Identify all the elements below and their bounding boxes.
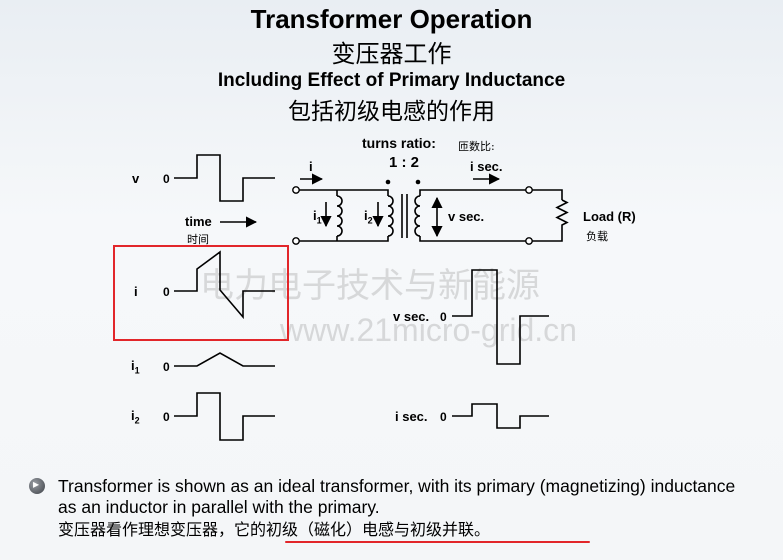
watermark-url: www.21micro-grid.cn — [280, 312, 577, 348]
circuit-i2-label: i2 — [364, 208, 373, 226]
v-sec-waveform — [452, 269, 549, 365]
v-zero: 0 — [163, 172, 170, 186]
i-sec-zero: 0 — [440, 410, 447, 424]
secondary-bottom-wire — [419, 236, 528, 242]
watermark-cn: 电力电子技术与新能源 — [200, 266, 540, 306]
primary-top-wire — [297, 189, 389, 196]
bullet-text: Transformer is shown as an ideal transfo… — [58, 476, 736, 517]
i-zero: 0 — [163, 285, 170, 299]
circuit-i-label: i — [309, 159, 313, 174]
v-label: v — [132, 171, 140, 186]
terminal — [525, 237, 533, 245]
load-label: Load (R) — [583, 209, 636, 224]
v-waveform — [174, 154, 275, 202]
i1-label: i1 — [131, 358, 140, 376]
page-subtitle-cn: 包括初级电感的作用 — [288, 99, 495, 125]
i1-waveform — [174, 352, 275, 367]
highlight-box — [113, 245, 289, 341]
i1-zero: 0 — [163, 360, 170, 374]
turns-ratio-label: turns ratio: — [362, 135, 436, 151]
page-subtitle: Including Effect of Primary Inductance — [217, 70, 566, 91]
terminal — [525, 186, 533, 194]
page-title-cn: 变压器工作 — [331, 40, 452, 68]
i-sec-waveform — [452, 403, 549, 429]
v-sec-wave-label: v sec. — [393, 309, 430, 324]
turns-ratio-cn: 匝数比: — [458, 140, 495, 153]
primary-bottom-wire — [297, 236, 389, 242]
i2-label: i2 — [131, 408, 140, 426]
bullet-underline — [285, 541, 590, 543]
i-waveform — [174, 250, 275, 320]
i-sec-wave-label: i sec. — [395, 409, 428, 424]
turns-ratio-value: 1 : 2 — [389, 154, 420, 171]
secondary-top-wire — [419, 189, 528, 196]
bullet-text-cn: 变压器看作理想变压器，它的初级（磁化）电感与初级并联。 — [58, 520, 491, 539]
secondary-winding — [414, 195, 421, 237]
load-resistor — [555, 199, 569, 230]
terminal — [292, 186, 300, 194]
terminal — [292, 237, 300, 245]
bullet-icon — [29, 477, 45, 494]
circuit-i1-label: i1 — [313, 208, 322, 226]
time-label: time — [185, 214, 212, 229]
i2-zero: 0 — [163, 410, 170, 424]
circuit-v-sec-label: v sec. — [448, 209, 485, 224]
load-label-cn: 负载 — [586, 230, 608, 243]
time-label-cn: 时间 — [187, 233, 209, 246]
i-label: i — [134, 284, 138, 299]
primary-winding — [387, 195, 394, 237]
i2-waveform — [174, 392, 275, 441]
circuit-i-sec-label: i sec. — [470, 159, 503, 174]
magnetizing-inductor — [336, 195, 343, 237]
v-sec-zero: 0 — [440, 310, 447, 324]
page-title: Transformer Operation — [250, 4, 533, 34]
polarity-dot — [385, 179, 391, 185]
polarity-dot — [415, 179, 421, 185]
load-wires — [532, 189, 563, 200]
